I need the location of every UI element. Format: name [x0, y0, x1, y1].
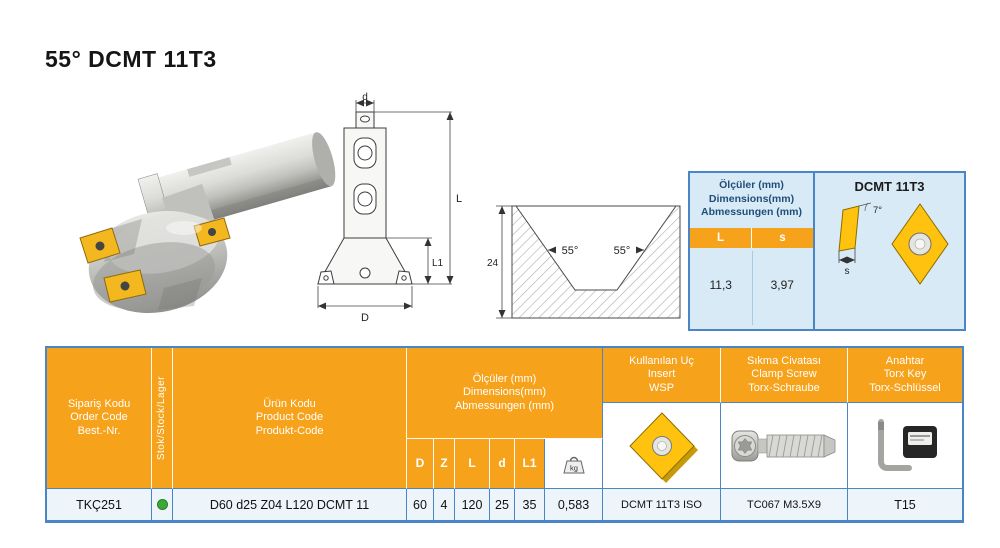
- header-order-code: Sipariş Kodu Order Code Best.-Nr.: [47, 348, 152, 489]
- clamp-screw-image-cell: [721, 403, 848, 489]
- insert-thickness-label: s: [844, 266, 849, 277]
- dim-label-L1: L1: [432, 258, 444, 269]
- insert-tr: Kullanılan Uç: [629, 354, 694, 367]
- product-code-en: Product Code: [255, 411, 324, 424]
- clamp-screw-image: [731, 430, 836, 461]
- header-col-D: D: [407, 439, 434, 489]
- row-torx-key: T15: [848, 489, 962, 521]
- dims-panel-header: Ölçüler (mm) Dimensions(mm) Abmessungen …: [690, 179, 813, 220]
- dimensions-tr: Ölçüler (mm): [472, 372, 537, 385]
- torx-key-en: Torx Key: [883, 368, 927, 381]
- header-weight: kg: [545, 439, 603, 489]
- torx-key-tr: Anahtar: [885, 354, 925, 367]
- dims-col-L: L: [690, 227, 751, 248]
- row-Z: 4: [434, 489, 455, 521]
- header-clamp-screw: Sıkma Civatası Clamp Screw Torx-Schraube: [721, 348, 848, 403]
- header-product-code: Ürün Kodu Product Code Produkt-Code: [173, 348, 407, 489]
- row-clamp-screw: TC067 M3.5X9: [721, 489, 848, 521]
- dims-header-line-tr: Ölçüler (mm): [719, 179, 784, 191]
- col-L-label: L: [468, 455, 476, 470]
- insert-de: WSP: [648, 381, 675, 394]
- order-code-tr: Sipariş Kodu: [67, 397, 131, 410]
- dimensions-en: Dimensions(mm): [462, 386, 547, 399]
- weight-unit-label: kg: [570, 463, 578, 472]
- dims-col-s: s: [751, 227, 813, 248]
- product-table: Sipariş Kodu Order Code Best.-Nr. Stok/S…: [45, 346, 964, 523]
- col-d-label: d: [498, 455, 506, 470]
- product-code-tr: Ürün Kodu: [263, 397, 316, 410]
- dim-label-L: L: [456, 193, 462, 205]
- clamp-screw-tr: Sıkma Civatası: [747, 354, 821, 367]
- clamp-screw-de: Torx-Schraube: [748, 381, 820, 394]
- insert-en: Insert: [647, 368, 676, 381]
- torx-key-image-cell: [848, 403, 962, 489]
- order-code-en: Order Code: [70, 411, 128, 424]
- dimensions-de: Abmessungen (mm): [454, 399, 555, 412]
- insert-panel-title: DCMT 11T3: [854, 179, 925, 194]
- header-col-Z: Z: [434, 439, 455, 489]
- row-insert: DCMT 11T3 ISO: [603, 489, 721, 521]
- dims-values: 11,3 3,97: [690, 278, 813, 292]
- dim-label-D: D: [361, 312, 369, 324]
- dims-header-line-en: Dimensions(mm): [708, 192, 795, 205]
- torx-key-de: Torx-Schlüssel: [869, 381, 941, 394]
- dims-column-bar: L s: [690, 227, 813, 248]
- product-code-de: Produkt-Code: [255, 424, 324, 437]
- insert-detail-panel: DCMT 11T3 7° s: [813, 171, 966, 331]
- col-L1-label: L1: [522, 455, 537, 470]
- row-d: 25: [490, 489, 515, 521]
- stock-label: Stok/Stock/Lager: [156, 375, 168, 461]
- order-code-de: Best.-Nr.: [77, 424, 121, 437]
- header-col-d: d: [490, 439, 515, 489]
- header-stock: Stok/Stock/Lager: [152, 348, 173, 489]
- dims-divider: [751, 251, 753, 325]
- insert-dimensions-panel: Ölçüler (mm) Dimensions(mm) Abmessungen …: [688, 171, 815, 331]
- page-title: 55° DCMT 11T3: [45, 46, 217, 72]
- row-stock: [152, 489, 173, 521]
- header-col-L1: L1: [515, 439, 545, 489]
- row-L: 120: [455, 489, 490, 521]
- angle-label-right: 55°: [614, 245, 631, 257]
- row-D: 60: [407, 489, 434, 521]
- row-weight: 0,583: [545, 489, 603, 521]
- row-L1: 35: [515, 489, 545, 521]
- tool-head: [79, 184, 231, 314]
- header-dimensions-group: Ölçüler (mm) Dimensions(mm) Abmessungen …: [407, 348, 603, 439]
- header-col-L: L: [455, 439, 490, 489]
- depth-label: 24: [487, 258, 499, 269]
- dim-label-d: d: [362, 92, 368, 103]
- tool-photo: [79, 132, 336, 314]
- angle-label-left: 55°: [562, 245, 579, 257]
- header-insert: Kullanılan Uç Insert WSP: [603, 348, 721, 403]
- technical-drawing: d L L1 D: [317, 92, 462, 324]
- profile-drawing: 55° 55° 24: [487, 205, 681, 319]
- insert-image-cell: [603, 403, 721, 489]
- col-Z-label: Z: [440, 455, 448, 470]
- insert-angle-label: 7°: [873, 205, 882, 216]
- insert-image: [628, 411, 698, 483]
- row-order-code: TKÇ251: [47, 489, 152, 521]
- weight-icon: kg: [562, 456, 585, 473]
- row-product-code: D60 d25 Z04 L120 DCMT 11: [173, 489, 407, 521]
- header-torx-key: Anahtar Torx Key Torx-Schlüssel: [848, 348, 962, 403]
- dims-value-s: 3,97: [770, 277, 794, 292]
- clamp-screw-en: Clamp Screw: [751, 368, 817, 381]
- col-D-label: D: [415, 455, 425, 470]
- insert-drawing: 7° s: [837, 202, 949, 285]
- dims-value-L: 11,3: [709, 277, 732, 292]
- stock-indicator: [156, 499, 168, 510]
- dims-header-line-de: Abmessungen (mm): [701, 206, 802, 218]
- torx-key-image: [878, 418, 937, 471]
